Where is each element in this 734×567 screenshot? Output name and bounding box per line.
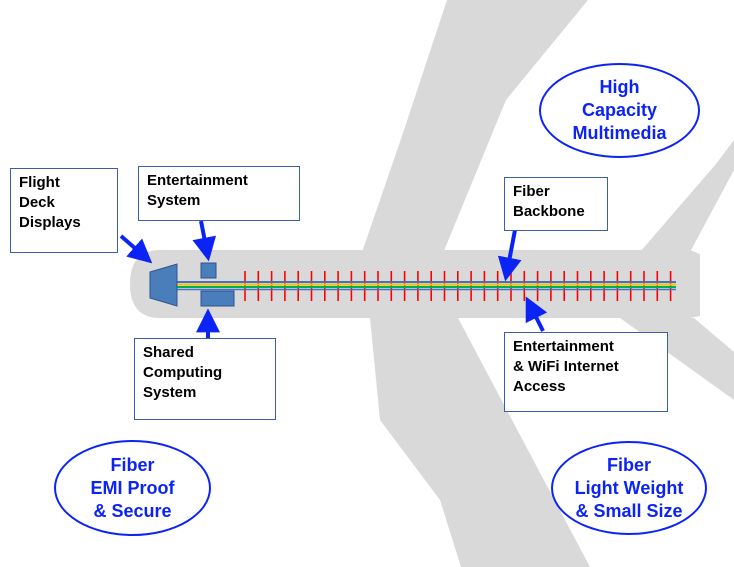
fiber-backbone-line-2: Backbone	[513, 203, 585, 220]
flight-deck-displays-label: Flight Deck Displays	[10, 168, 118, 253]
fiber-emi-proof-bubble: Fiber EMI Proof & Secure	[54, 440, 211, 536]
entertainment-system-arrow	[192, 220, 217, 262]
shared-computing-component	[200, 290, 235, 307]
entertainment-wifi-line-1: Entertainment	[513, 338, 614, 355]
fiber-backbone-line	[170, 271, 676, 301]
entertainment-wifi-line-3: Access	[513, 378, 566, 395]
flight-deck-display-component	[149, 263, 178, 307]
light-weight-line-2: Light Weight	[574, 477, 684, 498]
flight-deck-line-3: Displays	[19, 214, 81, 231]
emi-proof-line-1: Fiber	[110, 454, 155, 475]
shared-computing-line-1: Shared	[143, 344, 194, 361]
shared-computing-system-label: Shared Computing System	[134, 338, 276, 420]
shared-computing-line-3: System	[143, 384, 197, 401]
high-capacity-line-3: Multimedia	[572, 123, 667, 143]
flight-deck-line-1: Flight	[19, 174, 60, 191]
entertainment-wifi-line-2: & WiFi Internet	[513, 358, 619, 375]
shared-computing-line-2: Computing	[143, 364, 223, 381]
entertainment-wifi-arrow	[525, 296, 548, 332]
emi-proof-line-3: & Secure	[93, 500, 172, 521]
fiber-backbone-arrow	[497, 229, 522, 282]
flight-deck-arrow	[119, 234, 153, 264]
light-weight-line-1: Fiber	[606, 454, 651, 475]
entertainment-system-line-2: System	[147, 192, 201, 209]
entertainment-system-line-1: Entertainment	[147, 172, 248, 189]
flight-deck-line-2: Deck	[19, 194, 55, 211]
entertainment-wifi-access-label: Entertainment & WiFi Internet Access	[504, 332, 668, 412]
fiber-backbone-line-1: Fiber	[513, 183, 550, 200]
entertainment-system-label: Entertainment System	[138, 166, 300, 221]
entertainment-system-component	[200, 262, 217, 279]
light-weight-line-3: & Small Size	[575, 500, 683, 521]
arrow-icon	[119, 220, 548, 338]
fiber-light-weight-bubble: Fiber Light Weight & Small Size	[551, 441, 707, 535]
high-capacity-line-2: Capacity	[581, 100, 658, 120]
fiber-backbone-label: Fiber Backbone	[504, 177, 608, 231]
high-capacity-line-1: High	[599, 77, 640, 97]
high-capacity-multimedia-bubble: High Capacity Multimedia	[539, 63, 700, 158]
emi-proof-line-2: EMI Proof	[90, 477, 175, 498]
